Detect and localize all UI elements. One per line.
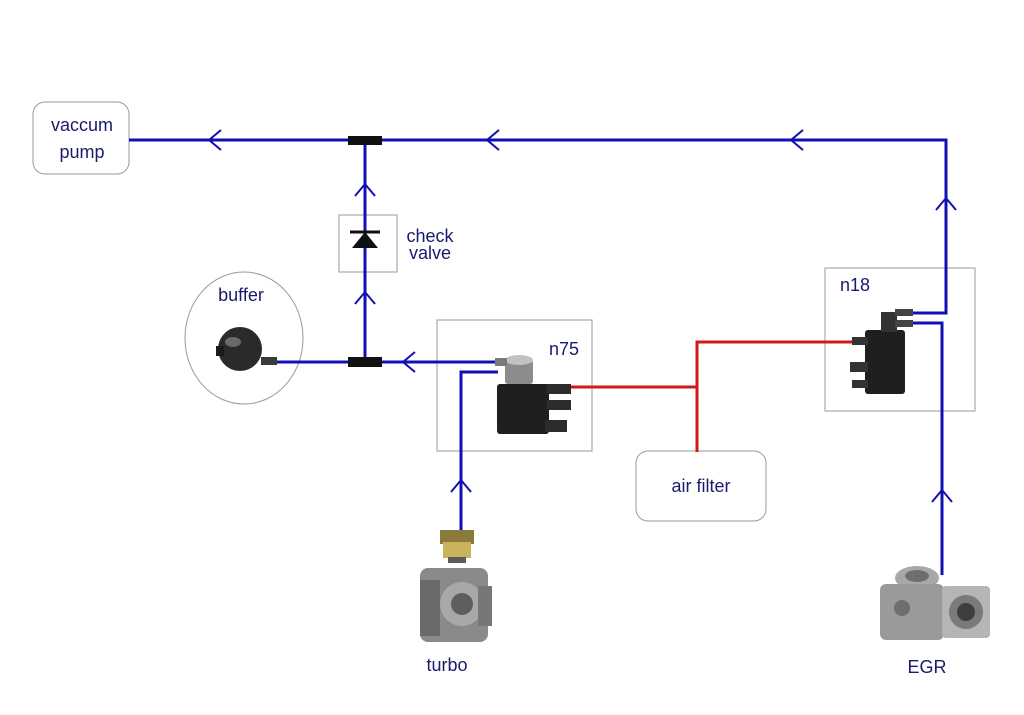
turbo-icon [420, 530, 492, 642]
vacuum-pump-label-line1: vaccum [51, 115, 113, 135]
egr-label: EGR [907, 657, 946, 677]
buffer-label: buffer [218, 285, 264, 305]
arrow-left-1 [207, 129, 222, 151]
check-valve-label-line2: valve [409, 243, 451, 263]
flow-arrows [207, 129, 957, 503]
vacuum-pump-label-line2: pump [59, 142, 104, 162]
vacuum-pump-box [32, 101, 130, 175]
arrow-left-3 [789, 129, 804, 151]
vacuum-lines [129, 138, 948, 575]
n18-label: n18 [840, 275, 870, 295]
check-valve-label-line1: check [406, 226, 454, 246]
turbo-label: turbo [426, 655, 467, 675]
arrow-up-check-high [354, 182, 376, 197]
tee-connector-top [348, 136, 382, 145]
arrow-left-2 [485, 129, 500, 151]
buffer-reservoir-icon [216, 327, 277, 371]
check-valve-symbol [350, 230, 380, 248]
air-lines [570, 340, 855, 452]
air-filter-box [635, 450, 767, 522]
tee-connector-bottom [348, 357, 382, 367]
egr-valve-icon [880, 566, 990, 640]
arrow-up-egr-top [935, 196, 957, 211]
arrow-up-turbo [450, 478, 472, 493]
arrow-up-check-low [354, 290, 376, 305]
arrow-up-egr-bottom [931, 488, 953, 503]
air-filter-label: air filter [671, 476, 730, 496]
n75-valve-icon [495, 355, 571, 434]
arrow-left-n75 [401, 351, 416, 373]
n18-valve-icon [850, 309, 913, 394]
n75-label: n75 [549, 339, 579, 359]
